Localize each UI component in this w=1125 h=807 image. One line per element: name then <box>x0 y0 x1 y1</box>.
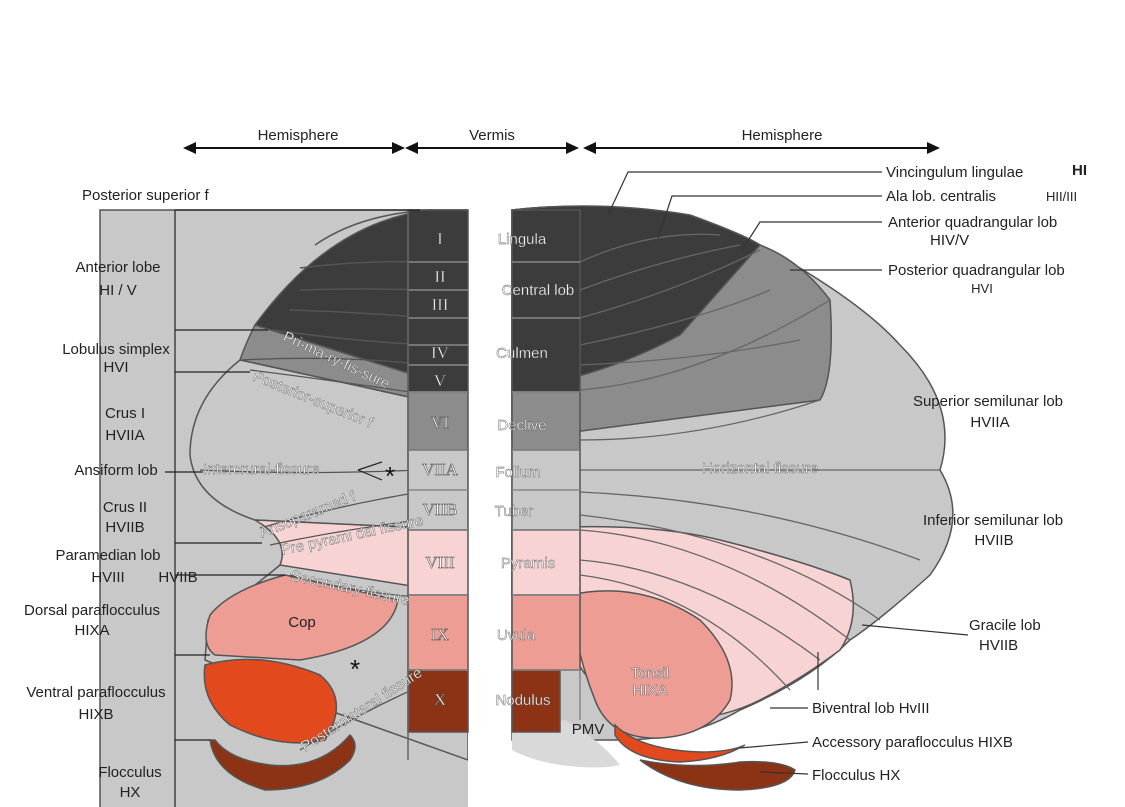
vermis-nodulus: Nodulus <box>495 692 550 709</box>
vermis-pyramis: Pyramis <box>501 555 555 572</box>
gracile-lob-label: Gracile lob <box>969 617 1041 634</box>
vermis-culmen: Culmen <box>496 345 548 362</box>
crus1-sub: HVIIA <box>105 427 144 444</box>
crus2-sub: HVIIB <box>105 519 144 536</box>
vincingulum-label: Vincingulum lingulae <box>886 164 1023 181</box>
inf-semilunar-sub: HVIIB <box>974 532 1013 549</box>
horizontal-fissure-label: Horizontal fissure <box>702 460 818 477</box>
lobule-viia: VIIA <box>422 460 459 479</box>
lobulus-simplex-label: Lobulus simplex <box>62 341 170 358</box>
lobule-i: I <box>437 229 443 248</box>
vermis-central-lob: Central lob <box>502 282 575 299</box>
ant-quad-sub: HIV/V <box>930 232 969 249</box>
header-hemisphere-left: Hemisphere <box>258 127 339 144</box>
vincingulum-sub: HI <box>1072 162 1087 179</box>
ala-lob-label: Ala lob. centralis <box>886 188 996 205</box>
lobulus-simplex-sub: HVI <box>103 359 128 376</box>
gracile-lob-sub: HVIIB <box>979 637 1018 654</box>
flocculus-left-label: Flocculus <box>98 764 161 781</box>
post-quad-label: Posterior quadrangular lob <box>888 262 1065 279</box>
anterior-lobe-sub: HI / V <box>99 282 137 299</box>
sup-semilunar-sub: HVIIA <box>970 414 1009 431</box>
lobule-ix: IX <box>431 625 449 644</box>
posterior-superior-f-label: Posterior superior f <box>82 187 210 204</box>
anterior-lobe-label: Anterior lobe <box>75 259 160 276</box>
post-quad-sub: HVI <box>971 281 993 296</box>
lobule-vi: VI <box>431 413 449 432</box>
pmv-label: PMV <box>572 721 605 738</box>
tonsil-sub-label: HIXA <box>632 682 667 699</box>
inf-semilunar-label: Inferior semilunar lob <box>923 512 1063 529</box>
vermis-declive: Declive <box>497 417 546 434</box>
lobule-viib: VIIB <box>423 500 458 519</box>
vermis-folium: Folium <box>495 464 540 481</box>
lobule-x: X <box>434 690 446 709</box>
vermis-lingula: Lingula <box>498 231 547 248</box>
ventral-paraflocculus-sub: HIXB <box>78 706 113 723</box>
right-flocculus-region <box>640 760 795 790</box>
header-vermis: Vermis <box>469 127 515 144</box>
tonsil-label: Tonsil <box>631 665 669 682</box>
flocculus-right-label: Flocculus HX <box>812 767 900 784</box>
asterisk-marker-lower: * <box>350 654 360 684</box>
accessory-paraflocculus-label: Accessory paraflocculus HIXB <box>812 734 1013 751</box>
sup-semilunar-label: Superior semilunar lob <box>913 393 1063 410</box>
vermis-tuber: Tuber <box>495 503 534 520</box>
ala-lob-sub: HII/III <box>1046 189 1077 204</box>
paramedian-lob-sub: HVIII <box>91 569 124 586</box>
lobule-viii: VIII <box>425 553 455 572</box>
paramedian-lob-label: Paramedian lob <box>55 547 160 564</box>
ansiform-lob-label: Ansiform lob <box>74 462 157 479</box>
dorsal-paraflocculus-sub: HIXA <box>74 622 109 639</box>
intercrural-fissure-label: Intercrural-fissure <box>203 461 320 478</box>
crus1-label: Crus I <box>105 405 145 422</box>
vermis-uvula: Uvula <box>497 627 536 644</box>
dorsal-paraflocculus-label: Dorsal paraflocculus <box>24 602 160 619</box>
cop-label: Cop <box>288 614 316 631</box>
crus2-label: Crus II <box>103 499 147 516</box>
lobule-iii: III <box>432 295 449 314</box>
lobule-ii: II <box>434 267 446 286</box>
ventral-paraflocculus-label: Ventral paraflocculus <box>26 684 165 701</box>
flocculus-left-sub: HX <box>120 784 141 801</box>
paramedian-lob-sub2: HVIIB <box>158 569 197 586</box>
lobule-iv: IV <box>431 343 450 362</box>
asterisk-marker-upper: * <box>385 461 395 491</box>
biventral-lob-label: Biventral lob HvIII <box>812 700 930 717</box>
ant-quad-label: Anterior quadrangular lob <box>888 214 1057 231</box>
lobule-v: V <box>434 371 447 390</box>
header-hemisphere-right: Hemisphere <box>742 127 823 144</box>
